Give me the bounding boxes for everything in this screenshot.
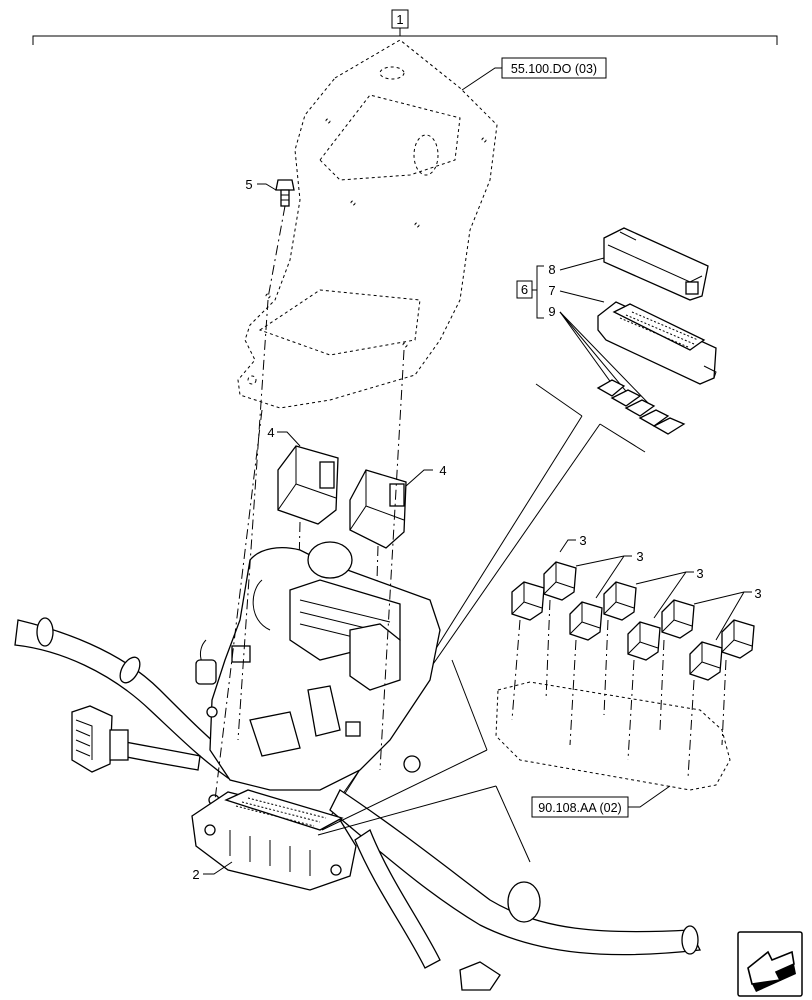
relay-right bbox=[349, 469, 407, 549]
mini-relay-5 bbox=[627, 621, 661, 661]
assembly-bracket: 1 bbox=[32, 9, 778, 45]
relay-left bbox=[277, 445, 339, 525]
callout-9: 9 bbox=[548, 304, 555, 319]
callout-3-c: 3 bbox=[696, 566, 703, 581]
assembly-number-box bbox=[391, 9, 409, 29]
mini-relay-6 bbox=[661, 599, 695, 639]
fuse-box-kit: 6 8 7 9 bbox=[516, 227, 717, 435]
wiring-harness: 2 bbox=[14, 541, 701, 991]
callout-3-a: 3 bbox=[579, 533, 586, 548]
fuse-box-cover bbox=[603, 227, 709, 301]
reference-bracket-link[interactable]: 55.100.DO (03) bbox=[461, 57, 607, 91]
mini-relay-2 bbox=[543, 561, 577, 601]
callout-5: 5 bbox=[245, 177, 252, 192]
callout-3-b: 3 bbox=[636, 549, 643, 564]
callout-8: 8 bbox=[548, 262, 555, 277]
mini-relay-7 bbox=[689, 641, 723, 681]
reference-relays-text[interactable]: 90.108.AA (02) bbox=[538, 801, 621, 815]
callout-2: 2 bbox=[192, 867, 199, 882]
callout-7: 7 bbox=[548, 283, 555, 298]
relays-4: 4 4 bbox=[267, 425, 447, 616]
mini-relay-4 bbox=[603, 581, 637, 621]
reference-relays-link[interactable]: 90.108.AA (02) bbox=[531, 785, 671, 818]
callout-3-d: 3 bbox=[754, 586, 761, 601]
mini-relay-8 bbox=[721, 619, 755, 659]
fuse-terminals bbox=[596, 379, 686, 435]
mini-relays-3: 3 3 3 3 bbox=[495, 533, 762, 791]
mini-relay-3 bbox=[569, 601, 603, 641]
callout-6: 6 bbox=[521, 282, 528, 297]
fuse-box-base bbox=[597, 301, 717, 385]
mounting-bracket bbox=[237, 39, 498, 409]
next-page-arrow-icon[interactable] bbox=[737, 931, 803, 997]
assembly-number: 1 bbox=[396, 12, 403, 27]
callout-4-right: 4 bbox=[439, 463, 446, 478]
bolt: 5 bbox=[245, 177, 295, 299]
mini-relay-1 bbox=[511, 581, 545, 621]
reference-bracket-text[interactable]: 55.100.DO (03) bbox=[511, 62, 597, 76]
callout-4-left: 4 bbox=[267, 425, 274, 440]
